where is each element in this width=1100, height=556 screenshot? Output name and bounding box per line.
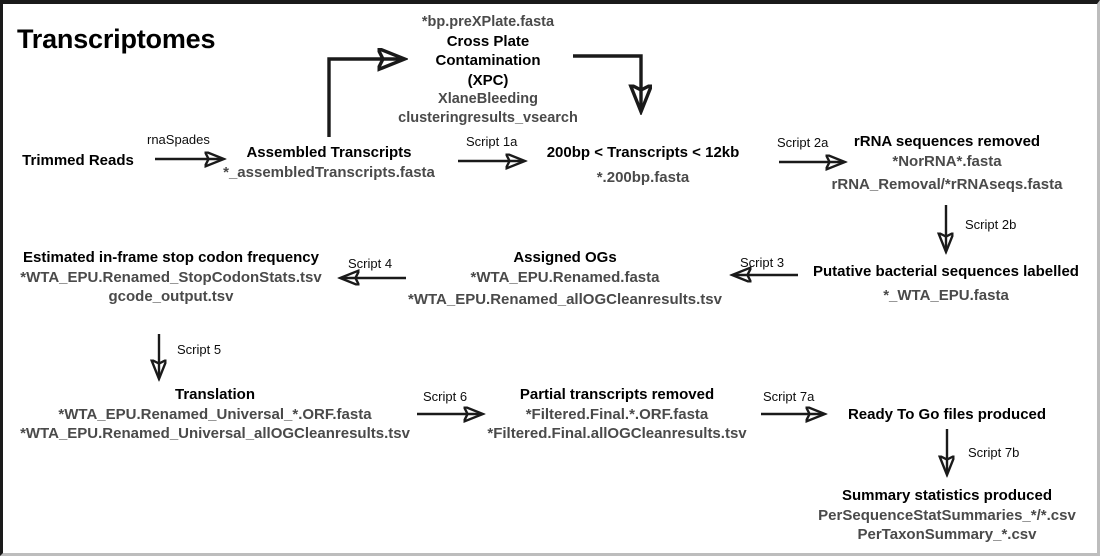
node-putative-bacterial-header: Putative bacterial sequences labelled — [813, 263, 1079, 280]
node-summary-statistics-file-2: PerTaxonSummary_*.csv — [857, 526, 1037, 543]
node-trimmed-reads: Trimmed Reads — [3, 151, 153, 171]
node-putative-bacterial-file-1: *_WTA_EPU.fasta — [883, 286, 1009, 304]
node-xpc-file-top: *bp.preXPlate.fasta — [421, 14, 555, 30]
node-rrna-removed-file-1: *NorRNA*.fasta — [892, 152, 1002, 170]
edge-label-rnaspades: rnaSpades — [147, 132, 210, 147]
node-xpc-header-line-3: (XPC) — [467, 71, 509, 89]
node-translation-file-1: *WTA_EPU.Renamed_Universal_*.ORF.fasta — [58, 405, 372, 423]
node-stop-codon-frequency: Estimated in-frame stop codon frequency … — [6, 248, 336, 307]
edge-label-script5: Script 5 — [177, 342, 222, 357]
edge-label-script7a: Script 7a — [763, 389, 815, 404]
node-cross-plate-contamination: *bp.preXPlate.fasta Cross Plate Contamin… — [376, 13, 600, 128]
node-xpc-header-line-2: Contamination — [435, 52, 541, 70]
node-rrna-removed-header: rRNA sequences removed — [853, 133, 1041, 150]
edge-label-script4: Script 4 — [348, 256, 393, 271]
node-stop-codon-frequency-header: Estimated in-frame stop codon frequency — [23, 249, 319, 266]
node-assigned-ogs-file-2: *WTA_EPU.Renamed_allOGCleanresults.tsv — [408, 291, 722, 308]
node-ready-to-go-header: Ready To Go files produced — [847, 406, 1047, 423]
node-xpc-file-2: clusteringresults_vsearch — [398, 110, 578, 127]
node-summary-statistics-file-1: PerSequenceStatSummaries_*/*.csv — [818, 506, 1076, 524]
node-ready-to-go: Ready To Go files produced — [823, 405, 1071, 425]
node-partial-transcripts-removed: Partial transcripts removed *Filtered.Fi… — [469, 385, 765, 444]
edge-label-script6: Script 6 — [423, 389, 468, 404]
node-translation-header: Translation — [174, 386, 256, 403]
edge-label-script1a: Script 1a — [466, 134, 518, 149]
node-partial-transcripts-removed-file-2: *Filtered.Final.allOGCleanresults.tsv — [487, 425, 747, 442]
node-size-filter: 200bp < Transcripts < 12kb *.200bp.fasta — [519, 143, 767, 187]
node-size-filter-header: 200bp < Transcripts < 12kb — [546, 144, 740, 161]
node-translation: Translation *WTA_EPU.Renamed_Universal_*… — [3, 385, 427, 444]
node-rrna-removed: rRNA sequences removed *NorRNA*.fasta rR… — [823, 132, 1071, 195]
node-size-filter-file-1: *.200bp.fasta — [596, 168, 690, 186]
edge-label-script3: Script 3 — [740, 255, 785, 270]
page-title: Transcriptomes — [17, 24, 216, 54]
node-partial-transcripts-removed-header: Partial transcripts removed — [519, 386, 715, 403]
node-summary-statistics: Summary statistics produced PerSequenceS… — [799, 486, 1095, 545]
node-stop-codon-frequency-file-2: gcode_output.tsv — [108, 288, 234, 305]
node-putative-bacterial: Putative bacterial sequences labelled *_… — [791, 262, 1097, 305]
edge-label-script2b: Script 2b — [965, 217, 1017, 232]
flowchart-canvas: Transcriptomes — [3, 4, 1097, 553]
node-assigned-ogs-header: Assigned OGs — [513, 249, 617, 266]
node-assigned-ogs-file-1: *WTA_EPU.Renamed.fasta — [470, 268, 660, 286]
node-rrna-removed-file-2: rRNA_Removal/*rRNAseqs.fasta — [831, 176, 1063, 193]
node-translation-file-2: *WTA_EPU.Renamed_Universal_allOGCleanres… — [20, 425, 410, 442]
node-xpc-file-1: XlaneBleeding — [438, 91, 538, 108]
edge-label-script7b: Script 7b — [968, 445, 1020, 460]
node-assembled-transcripts: Assembled Transcripts *_assembledTranscr… — [199, 143, 459, 182]
node-xpc-header-line-1: Cross Plate — [446, 32, 530, 50]
edge-label-script2a: Script 2a — [777, 135, 829, 150]
node-assembled-transcripts-file-1: *_assembledTranscripts.fasta — [223, 163, 435, 181]
node-assembled-transcripts-header: Assembled Transcripts — [246, 144, 412, 161]
node-assigned-ogs: Assigned OGs *WTA_EPU.Renamed.fasta *WTA… — [400, 248, 730, 310]
node-partial-transcripts-removed-file-1: *Filtered.Final.*.ORF.fasta — [525, 405, 709, 423]
node-trimmed-reads-header: Trimmed Reads — [22, 152, 134, 169]
node-summary-statistics-header: Summary statistics produced — [841, 487, 1053, 504]
node-stop-codon-frequency-file-1: *WTA_EPU.Renamed_StopCodonStats.tsv — [20, 268, 322, 286]
